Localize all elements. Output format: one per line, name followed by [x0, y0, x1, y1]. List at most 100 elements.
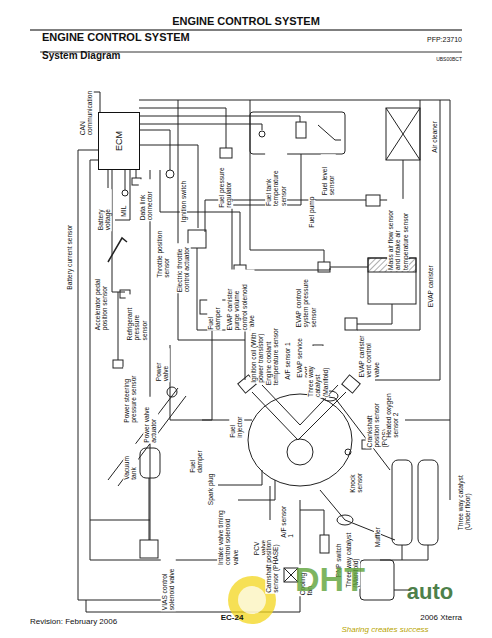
- part-label: Data link connector: [139, 179, 154, 221]
- fuel-pressure-regulator: [220, 148, 232, 158]
- wire: [139, 145, 198, 228]
- part-label: Electric throttle control actuator: [176, 243, 191, 293]
- wire: [300, 500, 301, 568]
- part-code: PFP:23710: [427, 36, 462, 44]
- evap-hose: [357, 304, 392, 324]
- part-label: Fuel injector: [229, 402, 244, 439]
- part-label: Fuel pressure regulator: [218, 162, 233, 209]
- part-label: Battery voltage: [97, 189, 112, 231]
- vent-control-valve: [345, 318, 357, 330]
- leader: [238, 480, 275, 500]
- part-label: Ignition switch: [179, 167, 186, 224]
- knock-sensor: [345, 449, 351, 455]
- part-label: Air cleaner: [431, 116, 438, 154]
- vias-solenoid: [140, 540, 158, 558]
- vacuum-tank: [140, 448, 160, 478]
- mil-lamp: [122, 190, 128, 196]
- part-label: A/F sensor 1: [284, 339, 291, 381]
- part-label: Intake valve timing control solenoid val…: [217, 504, 239, 566]
- fuel-temp-sensor: [259, 131, 265, 137]
- part-label: Battery current sensor: [66, 209, 73, 291]
- part-label: Power valve actuator: [143, 397, 158, 444]
- part-label: Fuel damper: [189, 437, 204, 474]
- part-label: Mass air flow sensor and intake air temp…: [387, 199, 409, 271]
- part-label: Ignition coil (With power transistor): [250, 327, 265, 384]
- part-label: MIL: [120, 198, 127, 218]
- part-label: Fuel level sensor: [321, 154, 336, 196]
- part-label: EVAP canister vent control valve: [357, 332, 379, 379]
- vacuum-line: [149, 478, 150, 540]
- wire: [405, 420, 450, 421]
- leader: [270, 486, 271, 520]
- ignition-switch: [166, 170, 174, 178]
- evap-hose: [246, 268, 330, 270]
- control-unit-box: ECM: [98, 112, 140, 170]
- fuel-pump: [296, 122, 306, 138]
- part-label: Fuel tank temperature sensor: [265, 153, 287, 207]
- part-label: Camshaft position sensor (PHASE): [265, 537, 280, 594]
- throttle-body: [188, 230, 206, 248]
- accelerator-pedal: [108, 238, 127, 262]
- section-heading: ENGINE CONTROL SYSTEM: [42, 31, 190, 43]
- part-label: Vacuum tank: [123, 444, 138, 481]
- part-label: Heated oxygen sensor 2: [385, 392, 400, 439]
- footer-model: 2006 Xterra: [420, 614, 462, 623]
- wire: [78, 150, 165, 600]
- wire: [108, 170, 109, 188]
- part-label: Knock sensor: [349, 457, 364, 494]
- part-label: EVAP control system pressure sensor: [294, 272, 316, 329]
- footer-revision: Revision: February 2006: [30, 618, 117, 627]
- ps-pressure-sensor: [113, 360, 123, 368]
- part-label: Power valve: [155, 348, 170, 382]
- part-label: VIAS control solenoid valve: [161, 549, 176, 611]
- leader: [218, 470, 262, 485]
- logo-ring: [238, 586, 266, 614]
- wire: [170, 345, 225, 420]
- watermark: DHT: [295, 561, 365, 598]
- unit-name: ECM: [114, 131, 124, 151]
- part-label: Muffler: [373, 522, 380, 549]
- wire: [139, 124, 262, 130]
- engine-cylinders: [252, 385, 346, 440]
- components: [108, 108, 438, 600]
- underfloor-catalyst: [392, 460, 412, 545]
- exhaust: [380, 545, 428, 560]
- crankshaft: [287, 439, 313, 465]
- pnp-switch: [320, 535, 329, 553]
- part-label: EVAP canister: [426, 262, 433, 309]
- wire: [450, 100, 451, 500]
- fuel-line: [202, 154, 301, 420]
- wire: [139, 116, 300, 122]
- part-label: Accelerator pedal position sensor: [94, 269, 109, 331]
- wire: [118, 292, 119, 360]
- air-cleaner-element: [386, 108, 420, 160]
- wire: [420, 100, 450, 101]
- part-label: Fuel damper: [207, 294, 222, 331]
- sub-heading: System Diagram: [42, 50, 120, 61]
- wire: [139, 130, 170, 170]
- muffler: [360, 560, 394, 600]
- wire: [375, 100, 440, 380]
- part-label: Power steering pressure sensor: [123, 367, 138, 424]
- wire: [250, 100, 324, 262]
- wire: [300, 510, 324, 535]
- air-cleaner: [386, 108, 420, 160]
- fuel-level-float: [318, 125, 341, 140]
- maf-sensor: [366, 195, 380, 206]
- fuel-tank: [250, 112, 345, 154]
- part-label: EVAP canister purge volume control solen…: [226, 269, 255, 331]
- wire: [125, 170, 126, 190]
- power-valve-actuator: [167, 387, 177, 397]
- evap-pressure-sensor: [318, 262, 330, 272]
- wire: [357, 200, 420, 330]
- engine-block: [248, 394, 352, 486]
- vacuum-line: [108, 388, 178, 480]
- part-label: A/F sensor 1: [280, 502, 295, 539]
- wire: [115, 170, 130, 220]
- part-label: CAN communication: [79, 84, 94, 136]
- underfloor-catalyst: [418, 460, 438, 545]
- part-label: Three way catalyst (Manifold): [307, 346, 329, 398]
- wire: [150, 170, 151, 540]
- watermark: Sharing creates success: [341, 626, 428, 635]
- doc-code: UBS00BCT: [436, 57, 462, 63]
